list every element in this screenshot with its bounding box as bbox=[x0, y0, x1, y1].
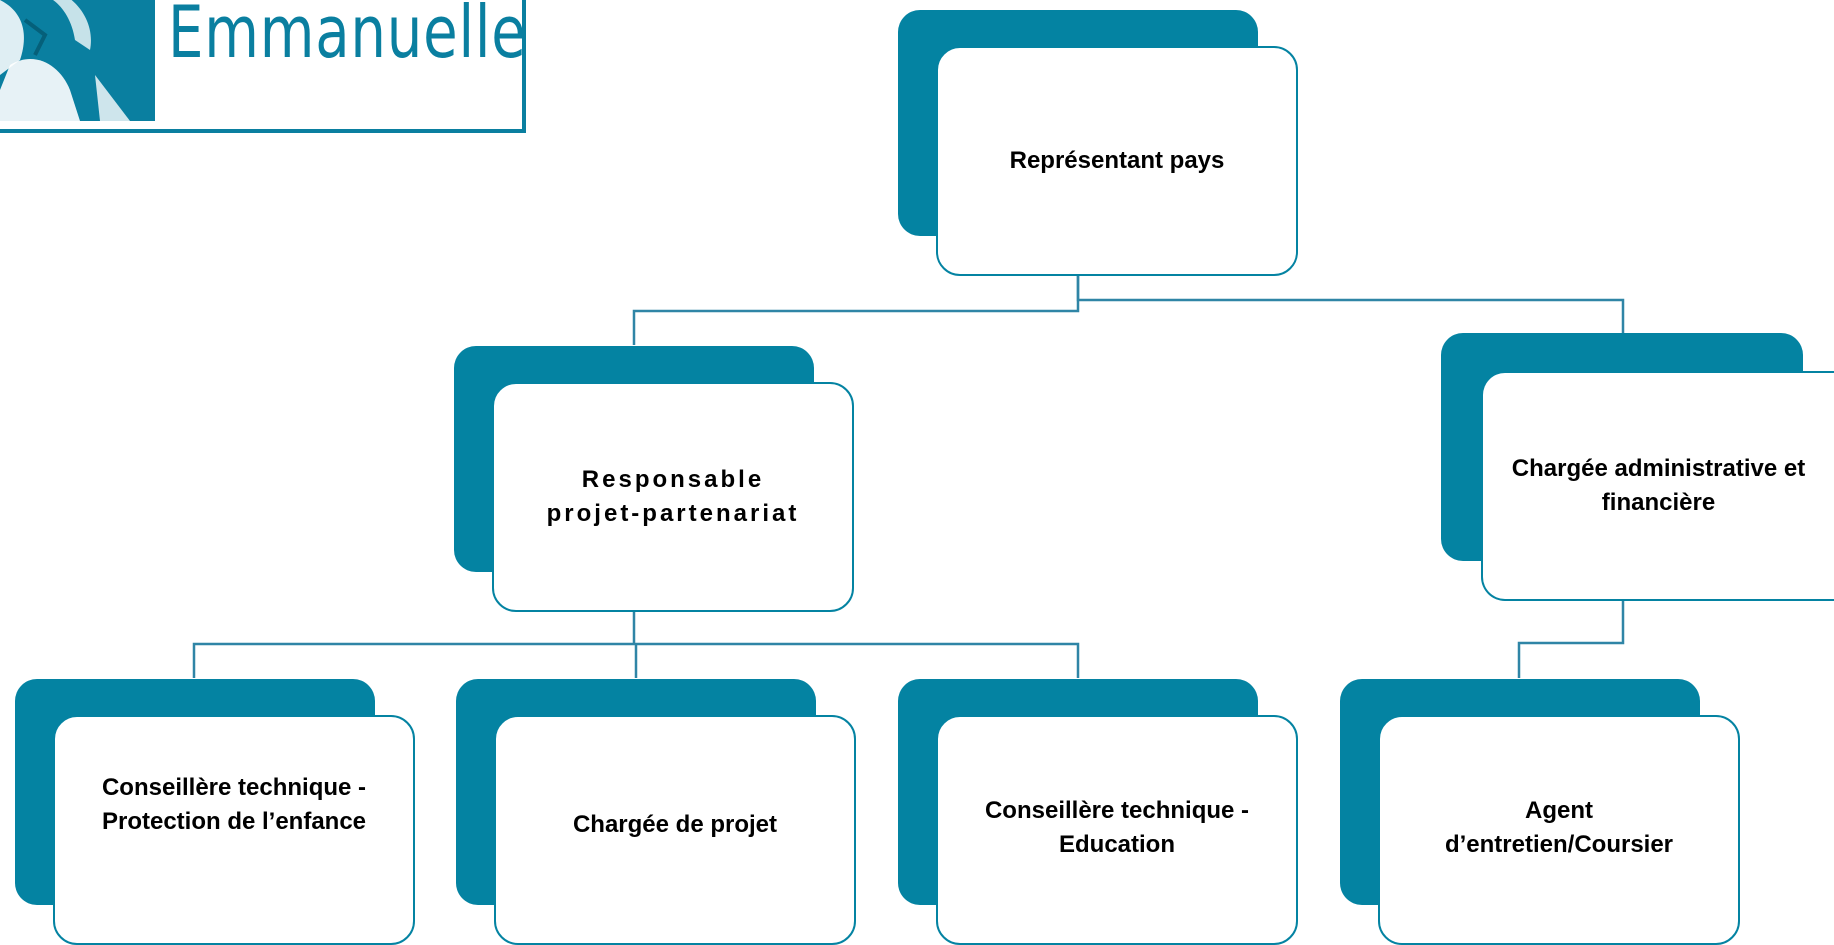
node-label: Conseillère technique - Protection de l’… bbox=[101, 774, 367, 835]
logo-portrait-image bbox=[0, 0, 155, 121]
connector-admin-to-agent bbox=[1517, 600, 1625, 678]
node-label: Représentant pays bbox=[1009, 147, 1225, 174]
org-node-conseillere-protection: Conseillère technique - Protection de l’… bbox=[15, 679, 417, 945]
org-node-chargee-administrative: Chargée administrative et financière bbox=[1441, 333, 1834, 601]
org-node-responsable-projet: Responsable projet-partenariat bbox=[454, 346, 856, 612]
logo-brand-text: Emmanuelle bbox=[168, 0, 527, 74]
org-node-agent-entretien: Agent d’entretien/Coursier bbox=[1340, 679, 1742, 945]
portrait-icon bbox=[0, 0, 155, 121]
node-label: Chargée administrative et financière bbox=[1511, 455, 1806, 516]
node-label: Agent d’entretien/Coursier bbox=[1444, 797, 1674, 858]
org-node-conseillere-education: Conseillère technique - Education bbox=[898, 679, 1300, 945]
org-node-chargee-projet: Chargée de projet bbox=[456, 679, 858, 945]
connector-responsable-bus bbox=[192, 612, 1080, 678]
node-label: Chargée de projet bbox=[572, 811, 778, 838]
logo: Emmanuelle bbox=[0, 0, 526, 133]
node-label: Responsable projet-partenariat bbox=[546, 466, 800, 527]
connector-root-to-responsable bbox=[632, 276, 1080, 345]
org-node-root: Représentant pays bbox=[898, 10, 1300, 276]
connector-root-to-chargee-admin bbox=[1076, 276, 1625, 334]
node-label: Conseillère technique - Education bbox=[984, 797, 1250, 858]
